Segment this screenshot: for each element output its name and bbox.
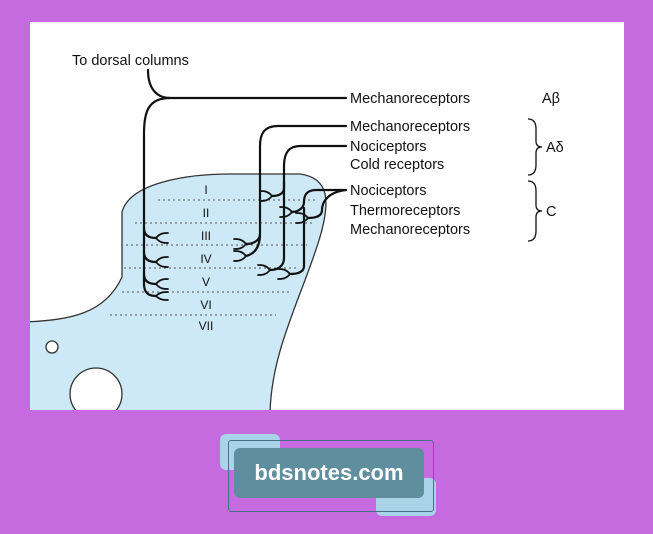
abeta-collateral xyxy=(142,272,158,286)
receptor-label: Cold receptors xyxy=(350,157,444,173)
receptor-label: Mechanoreceptors xyxy=(350,222,470,238)
receptor-label: Nociceptors xyxy=(350,139,427,155)
receptor-label: Mechanoreceptors xyxy=(350,119,470,135)
badge-text: bdsnotes.com xyxy=(254,460,404,485)
adelta-mechano-collateral xyxy=(244,232,262,258)
dorsal-column-branch xyxy=(146,68,172,100)
synaptic-terminals xyxy=(155,190,309,301)
diagram-panel: I II III IV V VI VII xyxy=(30,22,624,410)
c-fiber xyxy=(290,188,348,214)
adelta-mechano-fiber xyxy=(244,124,348,246)
white-circle xyxy=(69,367,123,410)
lamina-label: IV xyxy=(200,252,211,266)
lamina-label: V xyxy=(202,275,210,289)
lamina-label: I xyxy=(204,183,207,197)
fiber-type-abeta: Aβ xyxy=(542,91,560,107)
lamina-label: II xyxy=(203,206,210,220)
receptor-label: Thermoreceptors xyxy=(350,203,460,219)
adelta-noci-fiber xyxy=(270,144,348,198)
c-fiber-branch xyxy=(306,188,348,220)
fiber-type-c: C xyxy=(546,204,556,220)
c-fiber-deep xyxy=(288,206,306,276)
lamina-label: III xyxy=(201,229,211,243)
fiber-type-adelta: Aδ xyxy=(546,140,564,156)
dorsal-horn-diagram: I II III IV V VI VII xyxy=(30,53,564,410)
lamina-label: VII xyxy=(199,319,214,333)
receptor-label: Nociceptors xyxy=(350,183,427,199)
c-brace xyxy=(527,180,543,242)
lamina-label: VI xyxy=(200,298,211,312)
adelta-noci-fiber-lower xyxy=(268,180,286,272)
abeta-collateral xyxy=(142,250,158,264)
site-badge: bdsnotes.com xyxy=(220,434,440,516)
badge-frame xyxy=(228,440,434,512)
badge-pill xyxy=(234,448,424,498)
central-canal xyxy=(45,340,59,354)
abeta-collateral xyxy=(142,226,158,240)
receptor-label: Mechanoreceptors xyxy=(350,91,470,107)
top-label: To dorsal columns xyxy=(72,53,189,69)
abeta-fiber xyxy=(142,96,348,298)
adelta-brace xyxy=(527,118,543,176)
